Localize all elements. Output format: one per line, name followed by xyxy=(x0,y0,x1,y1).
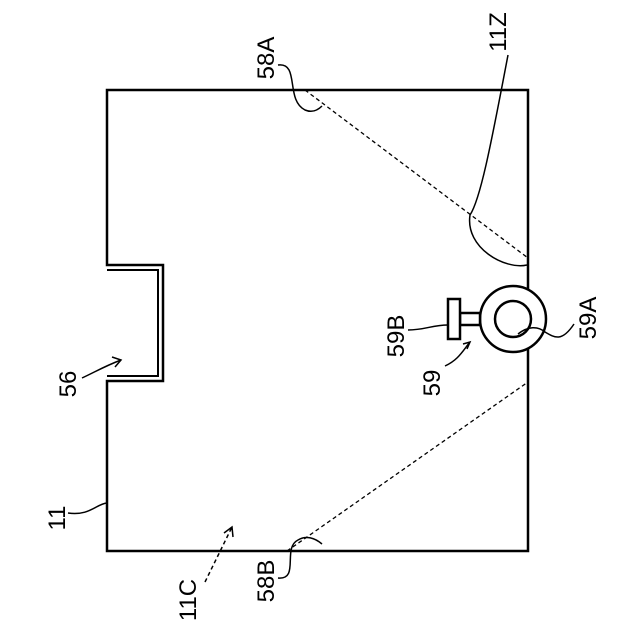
leader-11c xyxy=(205,527,232,582)
label-56: 56 xyxy=(55,371,82,398)
leader-58b xyxy=(278,537,322,578)
label-59: 59 xyxy=(419,370,446,397)
leader-11 xyxy=(68,503,107,513)
label-11z: 11Z xyxy=(485,12,512,52)
leader-58a xyxy=(278,65,322,111)
label-11c: 11C xyxy=(175,579,202,621)
label-58a: 58A xyxy=(253,37,280,80)
ring-inner xyxy=(495,301,531,337)
fitting-stem xyxy=(460,313,480,325)
leader-59 xyxy=(445,342,470,366)
label-11: 11 xyxy=(44,506,71,531)
label-59b: 59B xyxy=(383,315,410,358)
label-58b: 58B xyxy=(253,560,280,603)
fold-line-58b xyxy=(287,382,528,551)
leader-59b xyxy=(408,325,448,330)
leader-11z xyxy=(470,55,527,266)
fold-line-58a xyxy=(305,90,528,258)
fitting-cap xyxy=(448,299,460,339)
label-59a: 59A xyxy=(575,297,602,340)
recess-inner-outline xyxy=(107,270,158,376)
